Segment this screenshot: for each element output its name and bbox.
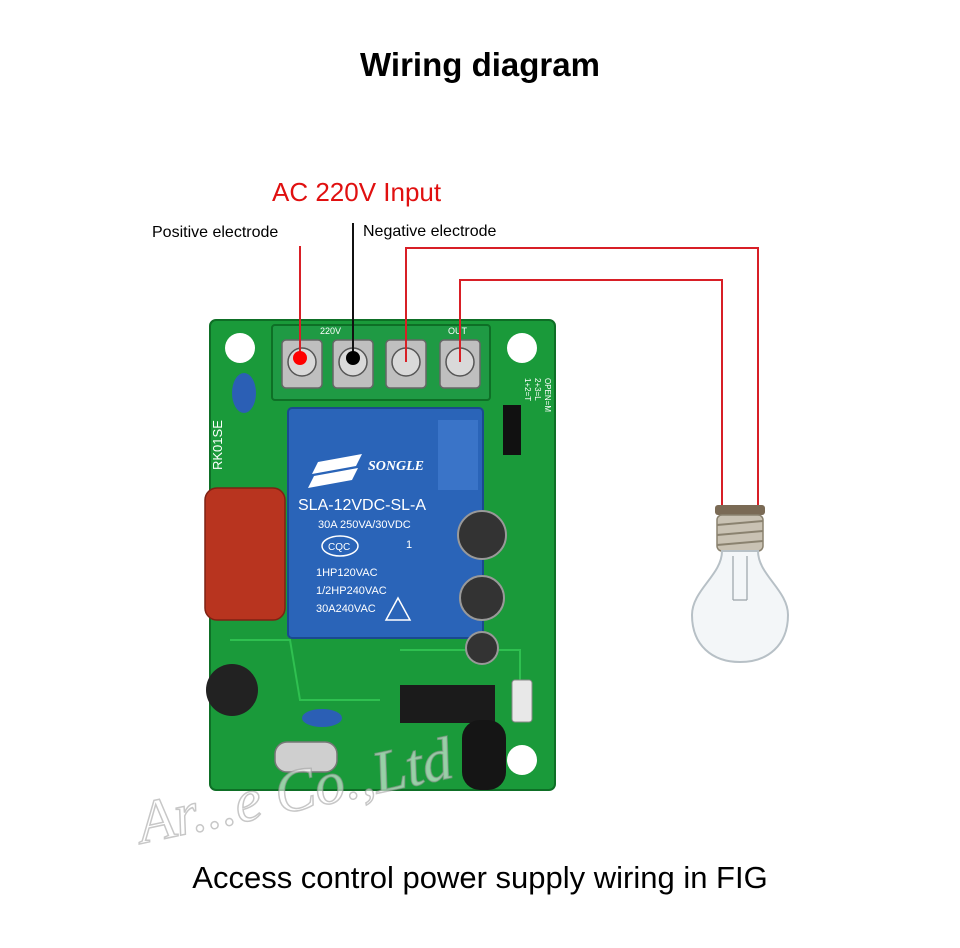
cqc-mark-icon xyxy=(321,535,359,557)
jumper-header: 1+2=T 2+3=L OPEN=M xyxy=(503,378,552,455)
relay-model: SLA-12VDC-SL-A xyxy=(298,497,426,514)
antenna-coil xyxy=(462,720,506,790)
negative-terminal-dot xyxy=(346,351,360,365)
relay-rating-1: 30A 250VA/30VDC xyxy=(318,519,411,531)
relay-rating-3: 1/2HP240VAC xyxy=(316,585,387,597)
relay-pin: 1 xyxy=(406,539,412,551)
film-capacitor xyxy=(204,487,286,621)
terminal-screw xyxy=(385,339,427,389)
page-title: Wiring diagram xyxy=(360,46,600,83)
terminal-in-text: 220V xyxy=(320,326,341,336)
caption: Access control power supply wiring in FI… xyxy=(192,860,768,895)
jumper-text-2: 2+3=L xyxy=(533,378,542,401)
wires xyxy=(299,223,759,510)
mounting-hole xyxy=(225,333,255,363)
ic-chip xyxy=(400,685,495,723)
warning-triangle-icon xyxy=(384,596,412,621)
positive-electrode-label: Positive electrode xyxy=(152,224,279,241)
bridge-rectifier xyxy=(206,664,258,716)
board-model-text: RK01SE xyxy=(210,420,225,470)
songle-logo-icon xyxy=(308,454,362,488)
light-bulb-icon xyxy=(690,505,790,664)
blue-capacitor xyxy=(232,373,342,727)
output-wire-1 xyxy=(405,247,759,510)
jumper-text-3: OPEN=M xyxy=(543,378,552,412)
jumper-text-1: 1+2=T xyxy=(523,378,532,401)
positive-terminal-dot xyxy=(293,351,307,365)
push-button xyxy=(511,679,533,723)
relay-cert: CQC xyxy=(328,542,350,553)
negative-electrode-label: Negative electrode xyxy=(363,223,497,240)
terminal-out-text: OUT xyxy=(448,326,468,336)
mounting-hole xyxy=(507,745,537,775)
terminal-block: 220V OUT xyxy=(271,324,491,401)
crystal-oscillator xyxy=(274,741,338,773)
relay-rating-2: 1HP120VAC xyxy=(316,567,378,579)
relay-brand: SONGLE xyxy=(368,459,424,474)
relay-rating-4: 30A240VAC xyxy=(316,603,376,615)
ac-input-label: AC 220V Input xyxy=(272,177,442,207)
relay: SONGLE SLA-12VDC-SL-A 30A 250VA/30VDC CQ… xyxy=(287,407,484,639)
electrolytic-capacitor xyxy=(457,510,507,665)
output-wire-2 xyxy=(459,279,723,510)
mounting-hole xyxy=(507,333,537,363)
